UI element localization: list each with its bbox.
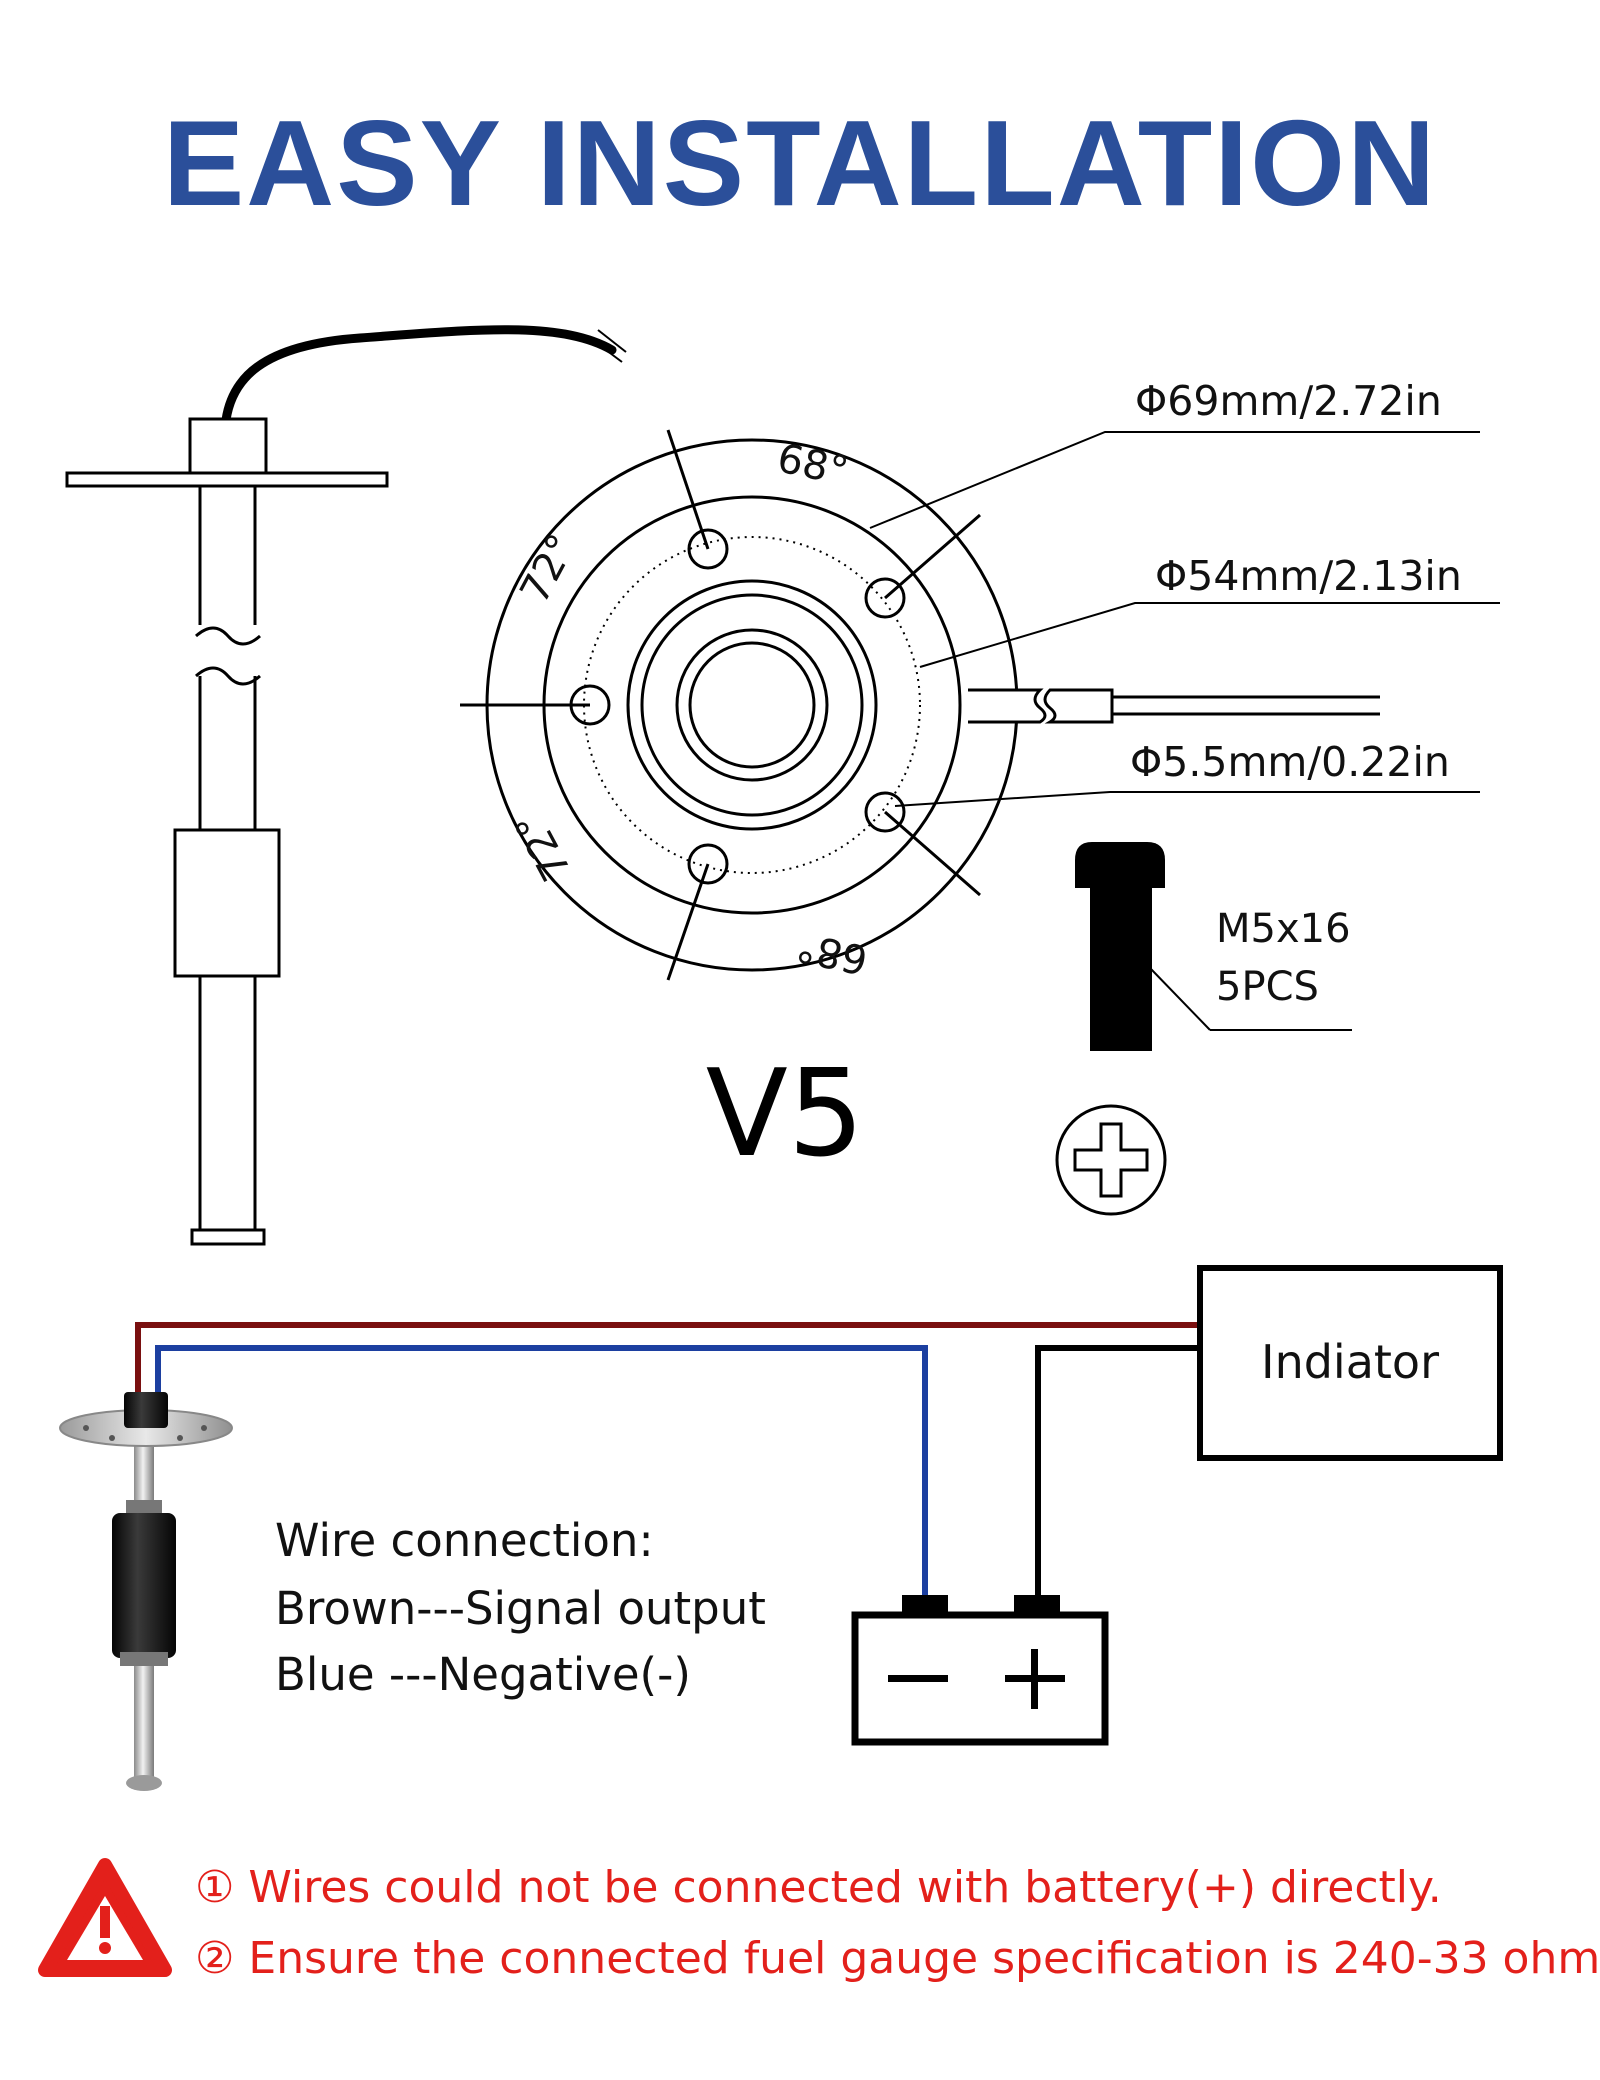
center-ring-outer	[675, 628, 829, 782]
brown-wire	[135, 1322, 1200, 1392]
bolt-circle	[583, 536, 921, 874]
angle-label-left-lower: 72°	[507, 804, 581, 888]
wire-connection-blue: Blue ---Negative(-)	[275, 1648, 691, 1701]
model-label: V5	[706, 1045, 864, 1184]
wire-connection-brown: Brown---Signal output	[275, 1582, 766, 1635]
battery	[851, 1595, 1109, 1746]
page-title: EASY INSTALLATION	[163, 95, 1437, 231]
blue-wire	[155, 1345, 928, 1600]
mount-hole	[864, 577, 906, 619]
outer-diameter-label: Φ69mm/2.72in	[1135, 377, 1442, 425]
mount-ring-outer	[626, 579, 878, 831]
mount-hole	[864, 791, 906, 833]
mount-hole	[687, 528, 729, 570]
sensor-side-view	[65, 325, 627, 1246]
indicator-box	[1197, 1265, 1503, 1461]
screw-quantity-label: 5PCS	[1216, 964, 1319, 1010]
angle-label-bottom: 68°	[793, 923, 872, 983]
angle-label-top: 68°	[773, 435, 852, 495]
flange-inner-circle	[542, 495, 962, 915]
battery-negative-sign	[888, 1675, 948, 1682]
wiring	[135, 1322, 1200, 1600]
sensor-product-image	[59, 1392, 233, 1791]
black-wire	[1035, 1345, 1200, 1600]
mount-hole	[687, 843, 729, 885]
mount-ring-inner	[640, 593, 864, 817]
flange-top-view	[460, 429, 1500, 981]
wire-connection-heading: Wire connection:	[275, 1514, 654, 1567]
warning-triangle-icon	[38, 1858, 172, 1977]
inner-diameter-label: Φ54mm/2.13in	[1155, 552, 1462, 600]
screw-illustration	[1075, 842, 1352, 1051]
indicator-label: Indiator	[1261, 1335, 1439, 1389]
warning-line-2: ② Ensure the connected fuel gauge specif…	[195, 1933, 1600, 1984]
phillips-screw-head-icon	[1055, 1104, 1167, 1216]
hole-diameter-label: Φ5.5mm/0.22in	[1130, 738, 1450, 786]
screw-size-label: M5x16	[1216, 906, 1351, 952]
warning-line-1: ① Wires could not be connected with batt…	[195, 1862, 1442, 1913]
center-ring-inner	[688, 641, 816, 769]
